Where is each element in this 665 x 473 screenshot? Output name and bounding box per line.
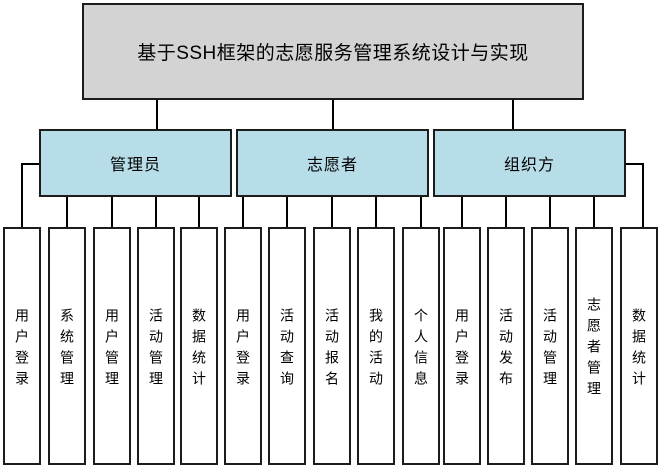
leaf-node: 用户登录 — [443, 227, 481, 465]
connector-root-organizer — [512, 100, 514, 129]
group-node-admin: 管理员 — [39, 129, 232, 197]
connector-volunteer-child — [331, 197, 333, 227]
connector-root-volunteer — [332, 100, 334, 129]
leaf-node: 活动管理 — [531, 227, 569, 465]
leaf-label: 志愿者管理 — [586, 297, 602, 402]
connector-organizer-child — [549, 197, 551, 227]
leaf-node: 活动报名 — [313, 227, 351, 465]
connector-organizer-child — [593, 197, 595, 227]
root-node-title: 基于SSH框架的志愿服务管理系统设计与实现 — [82, 3, 584, 100]
leaf-label: 活动发布 — [498, 307, 514, 392]
connector-volunteer-child — [242, 197, 244, 227]
leaf-label: 数据统计 — [191, 307, 207, 392]
connector-elbow-left-h — [21, 163, 39, 165]
leaf-node: 数据统计 — [180, 227, 218, 465]
connector-root-admin — [156, 100, 158, 129]
leaf-label: 活动报名 — [324, 307, 340, 392]
leaf-node: 活动查询 — [268, 227, 306, 465]
leaf-label: 用户登录 — [454, 307, 470, 392]
leaf-node: 用户登录 — [224, 227, 262, 465]
connector-organizer-child — [505, 197, 507, 227]
leaf-label: 活动查询 — [279, 307, 295, 392]
leaf-node: 用户登录 — [3, 227, 41, 465]
connector-admin-child — [198, 197, 200, 227]
connector-organizer-child — [461, 197, 463, 227]
leaf-label: 我的活动 — [368, 307, 384, 392]
leaf-node: 个人信息 — [402, 227, 440, 465]
connector-volunteer-child — [420, 197, 422, 227]
leaf-label: 用户管理 — [104, 307, 120, 392]
leaf-node: 用户管理 — [93, 227, 131, 465]
connector-elbow-left-v — [21, 163, 23, 227]
leaf-node: 活动发布 — [487, 227, 525, 465]
connector-volunteer-child — [375, 197, 377, 227]
leaf-label: 数据统计 — [631, 307, 647, 392]
connector-volunteer-child — [286, 197, 288, 227]
connector-admin-child — [66, 197, 68, 227]
leaf-label: 系统管理 — [59, 307, 75, 392]
group-node-volunteer: 志愿者 — [236, 129, 429, 197]
leaf-node: 活动管理 — [137, 227, 175, 465]
leaf-label: 活动管理 — [542, 307, 558, 392]
leaf-node: 系统管理 — [48, 227, 86, 465]
leaf-label: 用户登录 — [14, 307, 30, 392]
connector-admin-child — [111, 197, 113, 227]
connector-elbow-right-h — [626, 163, 644, 165]
leaf-node: 我的活动 — [357, 227, 395, 465]
leaf-node: 数据统计 — [620, 227, 658, 465]
group-node-organizer: 组织方 — [433, 129, 626, 197]
connector-admin-child — [155, 197, 157, 227]
connector-elbow-right-v — [642, 163, 644, 227]
leaf-label: 活动管理 — [148, 307, 164, 392]
leaf-node: 志愿者管理 — [575, 227, 613, 465]
leaf-label: 用户登录 — [235, 307, 251, 392]
leaf-label: 个人信息 — [413, 307, 429, 392]
